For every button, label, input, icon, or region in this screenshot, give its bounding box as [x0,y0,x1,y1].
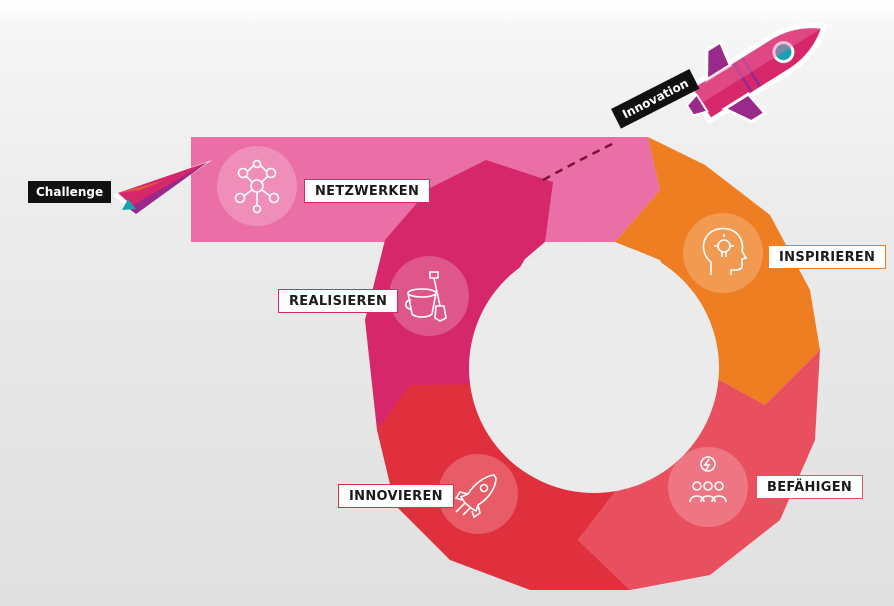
paper-plane-icon [113,160,212,214]
label-inspirieren: INSPIRIEREN [768,245,887,269]
ring-center [469,243,719,493]
netzwerken-disc [217,146,297,226]
label-befaehigen: BEFÄHIGEN [756,475,864,499]
flight-path [542,140,617,182]
realisieren-segment [365,160,553,430]
rocket-icon [454,474,497,519]
label-realisieren: REALISIEREN [278,289,399,313]
inspirieren-segment [615,137,820,405]
inspirieren-disc [683,213,763,293]
lightbulb-head-icon [702,227,748,275]
label-innovieren: INNOVIEREN [338,484,454,508]
befaehigen-segment [578,350,820,590]
challenge-tag: Challenge [28,181,112,203]
rocket-ship-icon [685,22,828,125]
team-energy-icon [689,456,727,503]
innovieren-segment [377,384,630,590]
befaehigen-disc [668,447,748,527]
label-netzwerken: NETZWERKEN [304,179,431,203]
network-icon [234,159,280,214]
innovieren-disc [438,454,518,534]
bucket-shovel-icon [404,271,447,322]
